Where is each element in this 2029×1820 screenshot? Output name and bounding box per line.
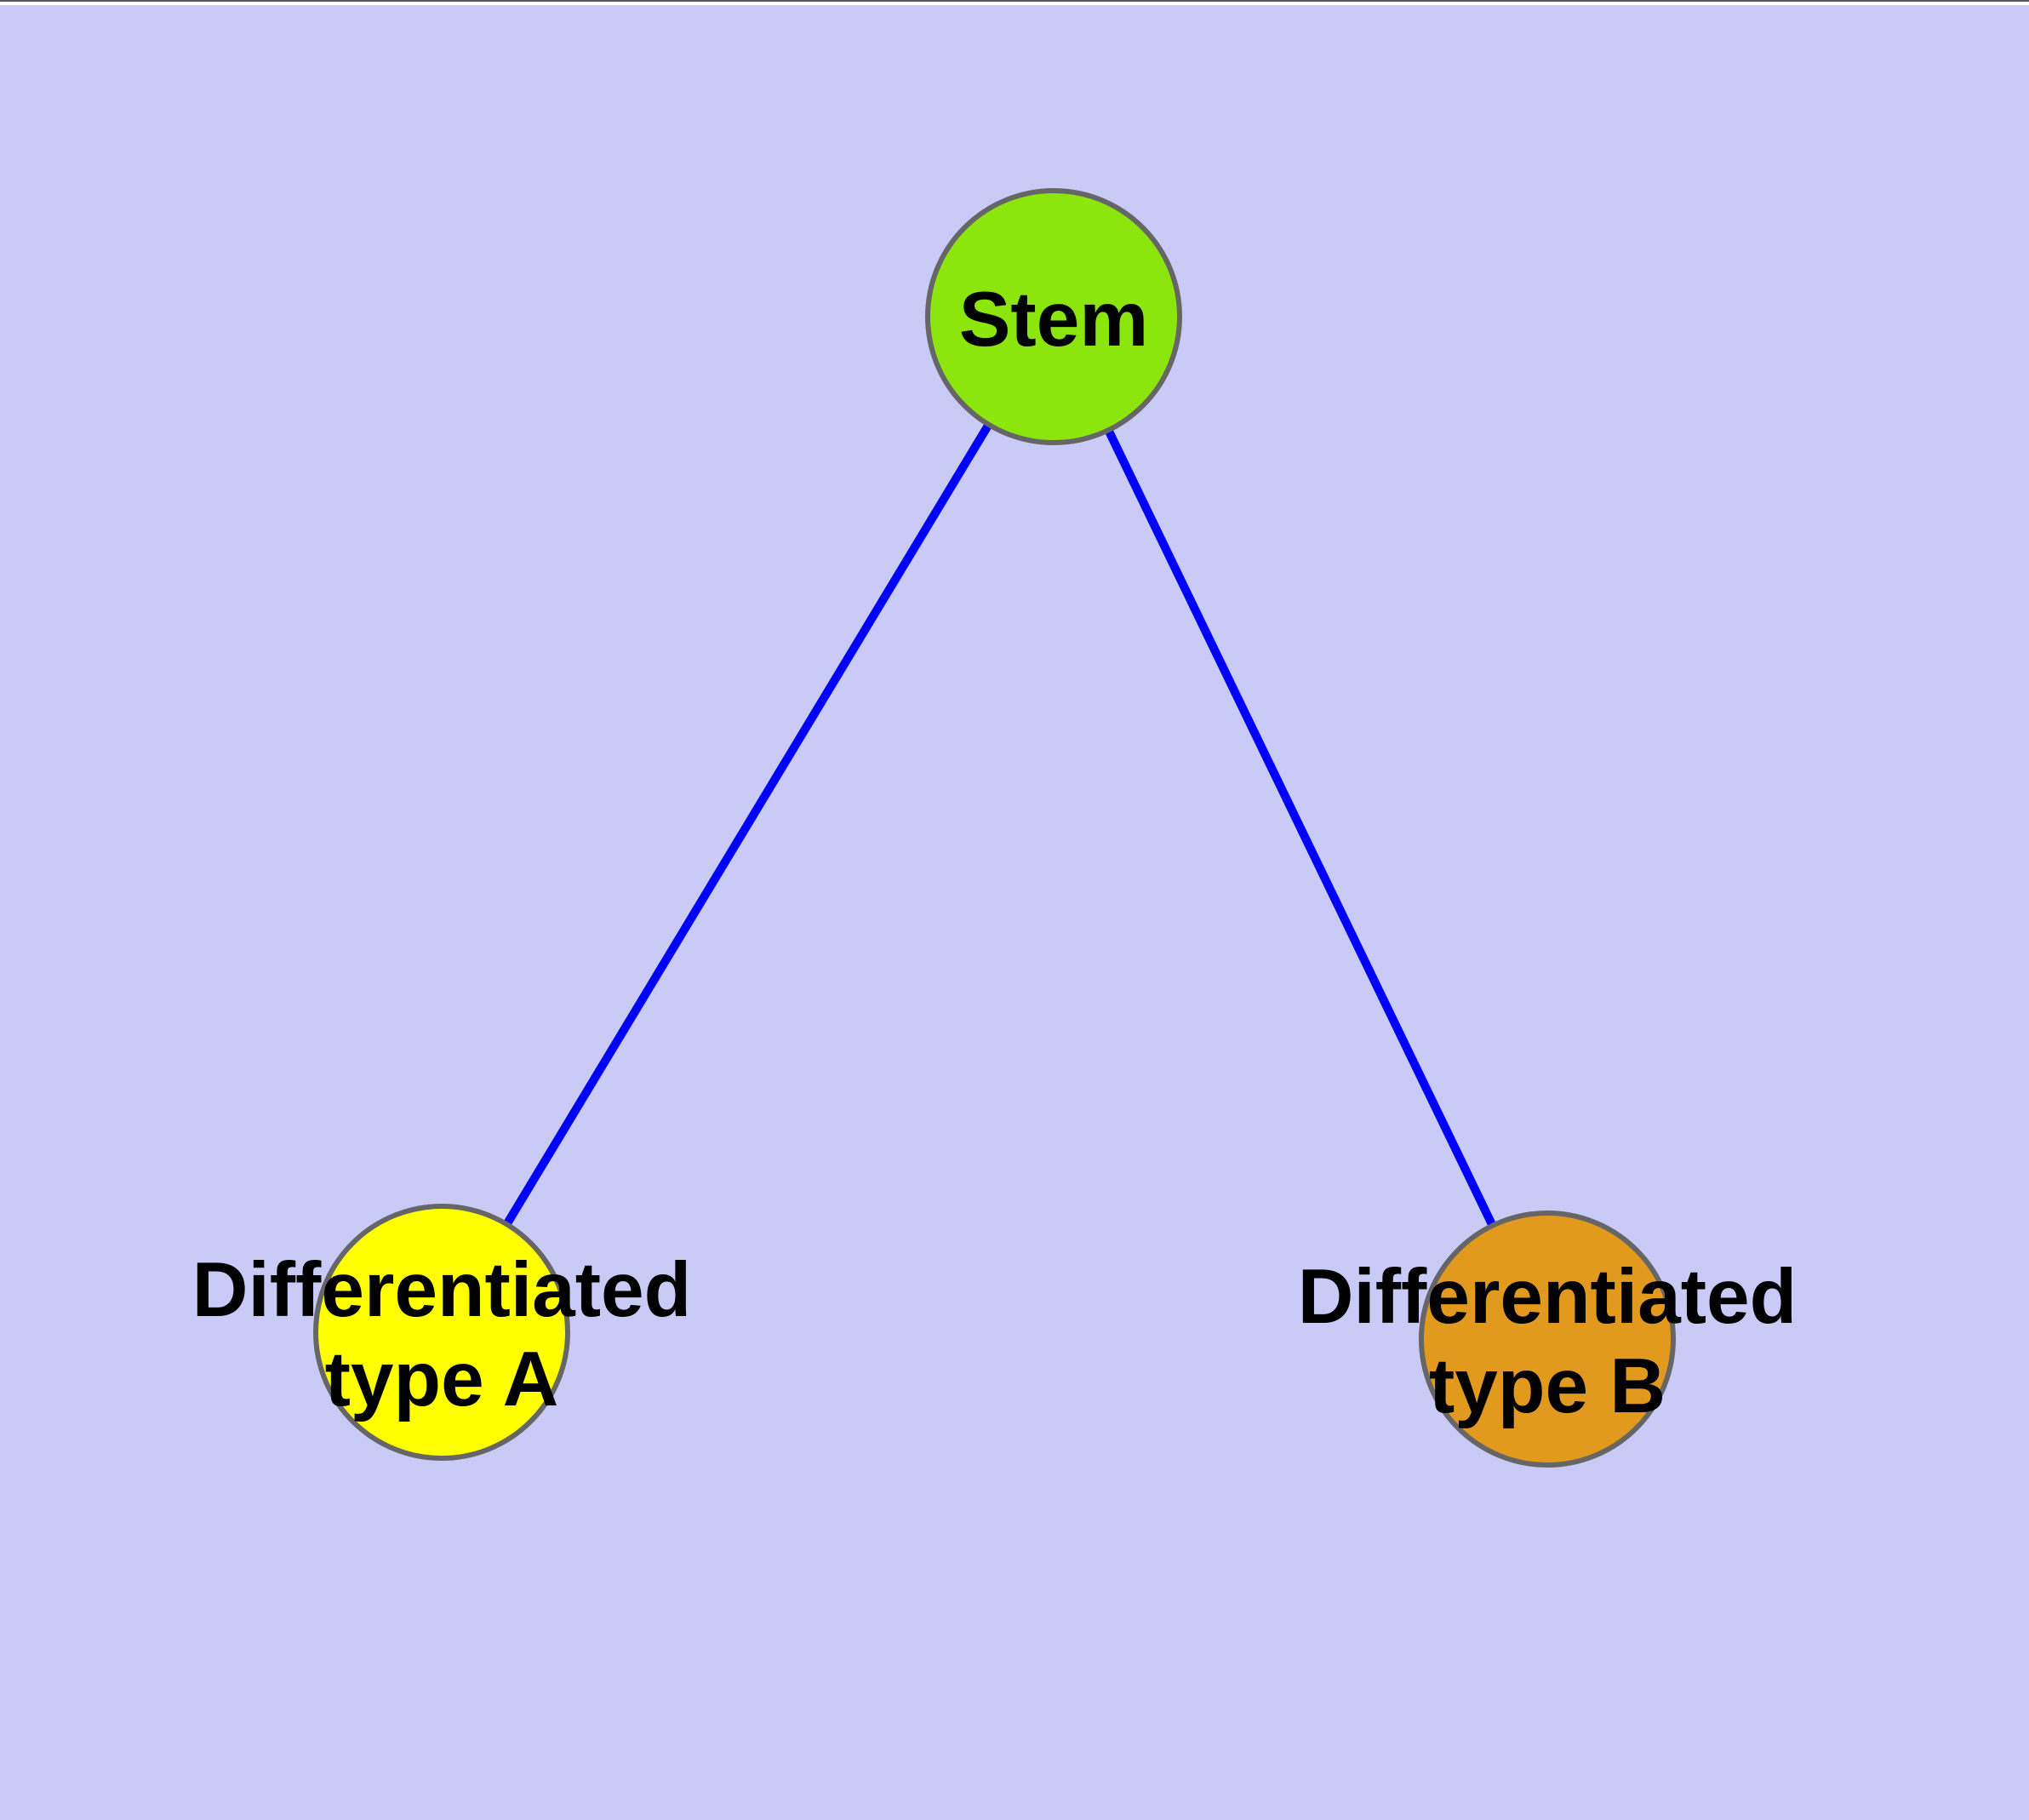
node-differentiated-type-b: [1419, 1210, 1676, 1468]
edge-stem-to-type-a: [437, 314, 1058, 1335]
node-differentiated-type-a: [313, 1204, 570, 1461]
window-top-border: [0, 0, 2029, 2]
node-type-a-label-line2: type A: [325, 1336, 559, 1422]
node-type-b-label-line2: type B: [1429, 1343, 1666, 1429]
node-type-b-label-line1: Differentiated: [1298, 1254, 1798, 1340]
node-type-a-label-line1: Differentiated: [192, 1247, 692, 1333]
node-stem: [925, 188, 1182, 445]
node-stem-label: Stem: [959, 277, 1149, 363]
edge-stem-to-type-b: [1049, 314, 1552, 1342]
window-top-strip: [0, 2, 2029, 5]
